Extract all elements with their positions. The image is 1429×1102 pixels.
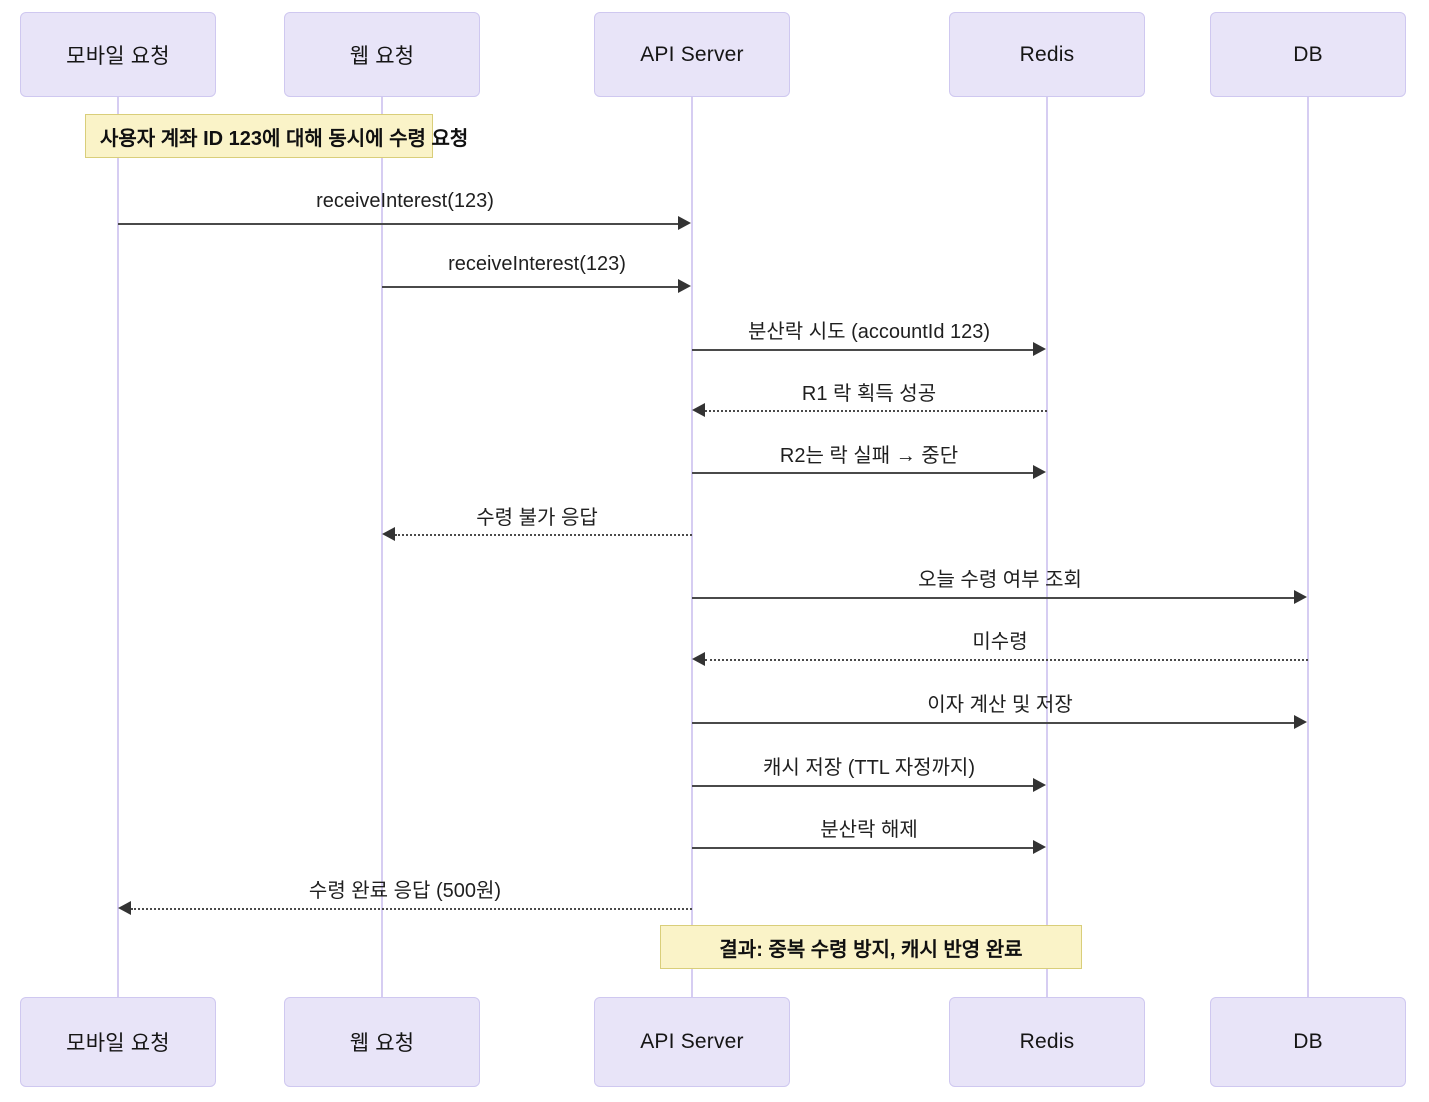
message-line-m8 bbox=[705, 659, 1308, 661]
actor-header-api[interactable]: API Server bbox=[594, 12, 790, 97]
message-arrowhead-m12 bbox=[118, 901, 131, 915]
message-arrowhead-m7 bbox=[1294, 590, 1307, 604]
message-line-m9 bbox=[692, 722, 1295, 724]
actor-footer-db[interactable]: DB bbox=[1210, 997, 1406, 1087]
actor-header-web[interactable]: 웹 요청 bbox=[284, 12, 480, 97]
message-arrowhead-m3 bbox=[1033, 342, 1046, 356]
note-concurrent-request-text: 사용자 계좌 ID 123에 대해 동시에 수령 요청 bbox=[100, 127, 469, 150]
actor-footer-web[interactable]: 웹 요청 bbox=[284, 997, 480, 1087]
message-label-m11: 분산락 해제 bbox=[820, 819, 918, 841]
message-arrowhead-m5 bbox=[1033, 465, 1046, 479]
actor-footer-api[interactable]: API Server bbox=[594, 997, 790, 1087]
message-line-m4 bbox=[705, 410, 1047, 412]
actor-header-redis[interactable]: Redis bbox=[949, 12, 1145, 97]
actor-header-db[interactable]: DB bbox=[1210, 12, 1406, 97]
message-label-m10: 캐시 저장 (TTL 자정까지) bbox=[762, 757, 976, 779]
message-label-m6: 수령 불가 응답 bbox=[476, 507, 598, 529]
message-label-m2: receiveInterest(123) bbox=[448, 253, 626, 275]
message-line-m1 bbox=[118, 223, 679, 225]
message-arrowhead-m4 bbox=[692, 403, 705, 417]
actor-header-mobile[interactable]: 모바일 요청 bbox=[20, 12, 216, 97]
actor-footer-db-label: DB bbox=[1293, 1030, 1323, 1053]
message-line-m11 bbox=[692, 847, 1034, 849]
note-concurrent-request: 사용자 계좌 ID 123에 대해 동시에 수령 요청 bbox=[85, 114, 468, 158]
message-line-m6 bbox=[395, 534, 692, 536]
note-result: 결과: 중복 수령 방지, 캐시 반영 완료 bbox=[660, 925, 1082, 969]
message-label-m5: R2는 락 실패 → 중단 bbox=[779, 445, 959, 467]
message-line-m2 bbox=[382, 286, 679, 288]
message-label-m9: 이자 계산 및 저장 bbox=[927, 694, 1073, 716]
message-label-m12: 수령 완료 응답 (500원) bbox=[308, 880, 502, 902]
lifeline-redis bbox=[1046, 97, 1048, 997]
message-label-m4: R1 락 획득 성공 bbox=[801, 383, 937, 405]
actor-header-redis-label: Redis bbox=[1019, 42, 1075, 66]
message-line-m10 bbox=[692, 785, 1034, 787]
message-line-m12 bbox=[131, 908, 692, 910]
message-arrowhead-m6 bbox=[382, 527, 395, 541]
actor-footer-api-label: API Server bbox=[640, 1030, 744, 1053]
message-arrowhead-m10 bbox=[1033, 778, 1046, 792]
actor-footer-redis-label: Redis bbox=[1019, 1030, 1075, 1053]
actor-header-mobile-label: 모바일 요청 bbox=[66, 44, 170, 68]
message-line-m3 bbox=[692, 349, 1034, 351]
message-arrowhead-m8 bbox=[692, 652, 705, 666]
message-line-m5 bbox=[692, 472, 1034, 474]
lifeline-web bbox=[381, 97, 383, 997]
message-label-m8: 미수령 bbox=[972, 631, 1028, 653]
actor-footer-web-label: 웹 요청 bbox=[349, 1032, 415, 1055]
actor-footer-mobile[interactable]: 모바일 요청 bbox=[20, 997, 216, 1087]
message-arrowhead-m9 bbox=[1294, 715, 1307, 729]
actor-footer-mobile-label: 모바일 요청 bbox=[66, 1032, 170, 1055]
message-arrowhead-m11 bbox=[1033, 840, 1046, 854]
actor-header-db-label: DB bbox=[1293, 42, 1323, 66]
message-arrowhead-m1 bbox=[678, 216, 691, 230]
message-label-m1: receiveInterest(123) bbox=[316, 190, 494, 212]
message-line-m7 bbox=[692, 597, 1295, 599]
lifeline-mobile bbox=[117, 97, 119, 997]
message-label-m7: 오늘 수령 여부 조회 bbox=[918, 569, 1082, 591]
note-result-text: 결과: 중복 수령 방지, 캐시 반영 완료 bbox=[719, 938, 1023, 961]
actor-header-api-label: API Server bbox=[640, 42, 744, 66]
message-arrowhead-m2 bbox=[678, 279, 691, 293]
lifeline-api bbox=[691, 97, 693, 997]
actor-footer-redis[interactable]: Redis bbox=[949, 997, 1145, 1087]
message-label-m3: 분산락 시도 (accountId 123) bbox=[747, 321, 991, 343]
lifeline-db bbox=[1307, 97, 1309, 997]
actor-header-web-label: 웹 요청 bbox=[349, 44, 415, 68]
